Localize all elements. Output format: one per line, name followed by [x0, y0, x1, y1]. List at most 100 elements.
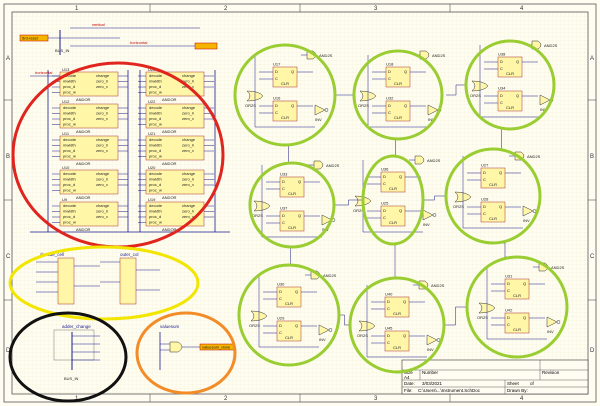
- decode-block[interactable]: decodemwidthproc_dproc_wchangezero_hzero…: [52, 165, 128, 200]
- svg-text:AND2S: AND2S: [431, 283, 445, 288]
- decode-pin-left: decode: [149, 105, 163, 110]
- decode-blocks-right: decodemwidthproc_dproc_wchangezero_hzero…: [138, 67, 214, 232]
- and-gate[interactable]: AND2S: [313, 160, 340, 170]
- decode-pin-left: proc_d: [63, 148, 75, 153]
- decode-pin-left: mwidth: [149, 177, 162, 182]
- decode-pin-left: proc_d: [149, 214, 161, 219]
- decode-block-label: ANDOR: [162, 129, 177, 134]
- decode-block[interactable]: decodemwidthproc_dproc_wchangezero_hzero…: [52, 197, 128, 232]
- svg-text:C: C: [388, 76, 391, 81]
- and-gate[interactable]: AND2S: [414, 155, 441, 165]
- horizontal-net-label: horizontal: [130, 40, 147, 45]
- title-file-label: File:: [404, 388, 413, 393]
- valuesum-done-label: valuesum_done: [202, 345, 231, 350]
- svg-text:D: D: [483, 170, 486, 175]
- decode-pin-right: zero_h: [96, 111, 108, 116]
- svg-text:Q: Q: [295, 289, 298, 294]
- svg-text:D: D: [279, 323, 282, 328]
- horizontal-port[interactable]: [194, 42, 218, 50]
- svg-text:CLR: CLR: [389, 220, 397, 225]
- highlight-green-6: [444, 147, 542, 245]
- decode-block-ref: U11: [62, 131, 70, 136]
- decode-cell-label: decode_cell: [40, 252, 64, 257]
- highlight-rings: [8, 39, 569, 403]
- svg-text:CLR: CLR: [513, 327, 521, 332]
- decode-pin-left: proc_d: [63, 214, 75, 219]
- reset-port-label: 5rd-reset: [22, 36, 39, 41]
- svg-text:OR2S: OR2S: [249, 323, 260, 328]
- col-marker-1-bottom: 1: [75, 396, 79, 402]
- decode-block[interactable]: decodemwidthproc_dproc_wchangezero_hzero…: [52, 131, 128, 166]
- decode-block[interactable]: decodemwidthproc_dproc_wchangezero_hzero…: [138, 165, 214, 200]
- bottom-left-block: adder_change BUS_IN: [53, 324, 100, 381]
- inverter-gate[interactable]: INV: [314, 104, 329, 122]
- decode-pin-left: proc_d: [149, 116, 161, 121]
- svg-text:CLR: CLR: [489, 216, 497, 221]
- svg-text:AND2S: AND2S: [323, 273, 337, 278]
- inverter-gate[interactable]: INV: [422, 209, 437, 227]
- decode-pin-left: proc_d: [63, 182, 75, 187]
- column-markers: 1 2 3 4 1 2 3 4: [75, 4, 524, 402]
- svg-text:U32: U32: [386, 96, 394, 101]
- decode-pin-right: zero_h: [182, 79, 194, 84]
- svg-text:D: D: [279, 289, 282, 294]
- title-sheet-value: of: [530, 381, 535, 386]
- decode-block-ref: U12: [62, 99, 70, 104]
- bus-in-label-top: BUS_IN: [55, 48, 70, 53]
- inverter-gate[interactable]: INV: [546, 316, 561, 334]
- decode-block[interactable]: decodemwidthproc_dproc_wchangezero_hzero…: [52, 67, 128, 102]
- inverter-gate[interactable]: INV: [318, 324, 333, 342]
- svg-text:D: D: [507, 281, 510, 286]
- svg-text:C: C: [387, 340, 390, 345]
- decode-pin-right: change: [182, 203, 196, 208]
- svg-text:C: C: [483, 211, 486, 216]
- outer-col-block[interactable]: [119, 257, 137, 305]
- svg-text:U17: U17: [273, 62, 281, 67]
- svg-text:Q: Q: [399, 174, 402, 179]
- decode-cell-block[interactable]: [57, 257, 75, 305]
- highlight-green-4: [248, 161, 336, 249]
- title-revision-label: Revision: [542, 370, 560, 375]
- inverter-gate[interactable]: INV: [426, 334, 441, 352]
- inverter-gate[interactable]: INV: [522, 205, 537, 223]
- decode-pin-right: zero_h: [182, 111, 194, 116]
- decode-block[interactable]: decodemwidthproc_dproc_wchangezero_hzero…: [138, 131, 214, 166]
- svg-text:U27: U27: [481, 163, 489, 168]
- decode-pin-left: proc_d: [63, 116, 75, 121]
- bus-in-label-bottom: BUS_IN: [64, 376, 79, 381]
- svg-text:C: C: [383, 181, 386, 186]
- decode-block[interactable]: decodemwidthproc_dproc_wchangezero_hzero…: [138, 99, 214, 134]
- net-wire: [334, 199, 363, 206]
- decode-block[interactable]: decodemwidthproc_dproc_wchangezero_hzero…: [52, 99, 128, 134]
- svg-text:Q: Q: [404, 69, 407, 74]
- svg-text:CLR: CLR: [285, 301, 293, 306]
- svg-text:C: C: [282, 186, 285, 191]
- svg-text:D: D: [275, 69, 278, 74]
- decode-pin-right: zero_v: [182, 116, 194, 121]
- decode-block[interactable]: decodemwidthproc_dproc_wchangezero_hzero…: [138, 197, 214, 232]
- svg-text:OR2S: OR2S: [477, 315, 488, 320]
- decode-block-label: ANDOR: [162, 161, 177, 166]
- decode-pin-left: mwidth: [63, 79, 76, 84]
